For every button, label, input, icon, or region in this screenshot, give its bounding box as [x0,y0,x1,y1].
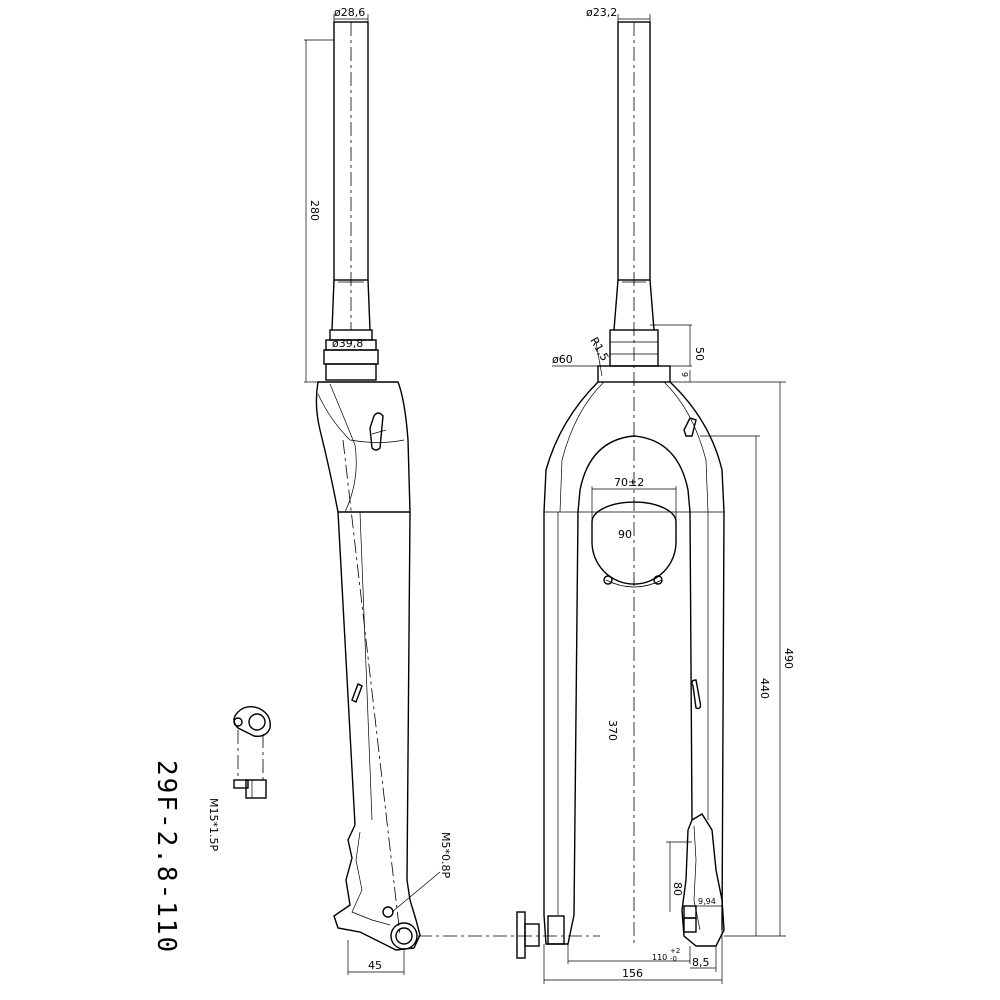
front-view: ø23,2 ø60 R1,5 50 9 70±2 90 49 [543,6,795,984]
thru-axle-detail: M15*1.5P [207,705,271,851]
hub-tolerance-plus: +2 [670,947,680,955]
front-brake-mount [681,813,725,947]
axle-to-crown-label: 490 [782,648,795,669]
side-steerer-length-label: 280 [308,200,321,221]
tire-clearance-label: 70±2 [614,476,644,489]
side-crown-bevel [317,393,405,443]
axle-end-cap-flange [516,911,526,959]
front-crown-outer [543,381,725,513]
rotor-offset-label: 8,5 [692,956,710,969]
side-cable-port [369,412,384,451]
axle-to-crown-lower-label: 440 [758,678,771,699]
side-dropout [333,824,421,951]
m5-thread-label: M5*0.8P [439,832,452,878]
crown-diameter-label: ø60 [552,353,573,366]
front-brake-bolt-lower [683,917,697,933]
side-dropout-width-label: 45 [368,959,382,972]
dim-r15-leader [595,341,603,377]
axle-end-cap-body [524,923,540,947]
front-tire-circle [591,501,677,585]
front-brake-mount-inner [693,825,701,931]
front-tire-clip-l [603,575,613,585]
front-leg-right [689,511,725,931]
axle-end-cap [516,911,540,959]
model-label: 29F-2.8-110 [151,760,181,954]
thru-axle-thread-label: M15*1.5P [207,798,220,851]
taper-length-label: 50 [693,347,706,361]
side-leg-centerline [342,439,401,936]
front-crown-shoulder-l [559,381,605,513]
axle-nut-flange [233,779,249,789]
model-label-group: 29F-2.8-110 [151,760,181,954]
front-dropout-left-cap [547,915,565,945]
front-leg-cable-slot [691,679,702,710]
side-dropout-inner [351,831,391,926]
axle-lever-hole-small [233,717,243,727]
axle-to-arch-label: 370 [606,720,619,741]
front-crown-cable-port [683,417,697,437]
front-crown-shoulder-r [663,381,709,513]
side-view: ø28,6 280 ø39,8 45 M5*0.8P [304,6,600,975]
side-lower-leg [337,511,411,881]
side-crown-race-lower [323,349,379,365]
side-axle-inner [395,927,413,945]
front-tire-bottom [605,579,663,588]
front-leg-left [543,511,579,916]
hub-tolerance-minus: -0 [670,955,677,963]
front-brake-bolt-upper [683,905,697,919]
front-arch-inner [577,435,691,513]
front-steerer-diameter-label: ø23,2 [586,6,617,19]
front-tire-clip-r [653,575,663,585]
side-mount-bolt [382,906,394,918]
crown-height-label: 9 [680,372,689,377]
overall-width-label: 156 [622,967,643,980]
side-crown-race-diameter-label: ø39,8 [332,337,363,350]
disc-mount-height-label: 80 [671,882,684,896]
side-steerer-taper [331,279,371,331]
axle-lever-hole-large [248,713,266,731]
hub-spacing-label: 110 [652,953,667,962]
side-leg-cable-slot [351,683,363,703]
side-leg-inner-line [359,511,373,821]
tire-diameter-label: 90 [618,528,632,541]
side-axle-outer [390,922,418,950]
side-crown-inner [329,383,357,513]
side-steerer-diameter-label: ø28,6 [334,6,365,19]
axle-nut-body [245,779,267,799]
front-steerer-taper [613,279,655,331]
side-cable-guide [371,429,387,435]
crown-radius-label: R1,5 [587,335,611,363]
side-crown-outline [315,381,411,513]
side-crown-race-base [325,363,377,381]
m5-leader [391,871,441,913]
front-crown-top [597,365,671,383]
post-mount-label: 9,94 [698,897,716,906]
